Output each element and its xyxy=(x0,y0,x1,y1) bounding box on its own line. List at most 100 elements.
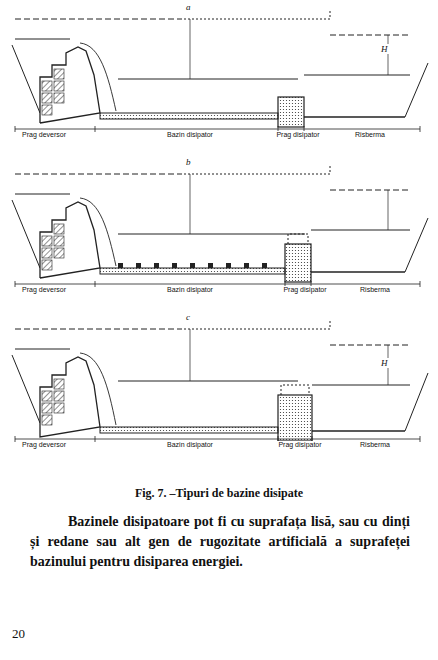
baffle-tooth xyxy=(244,263,249,268)
baffle-tooth xyxy=(154,263,159,268)
baffle-tooth xyxy=(118,263,123,268)
baffle-tooth xyxy=(226,263,231,268)
water-surface xyxy=(311,230,410,231)
end-sill xyxy=(278,395,312,441)
weir-block xyxy=(54,379,64,389)
part-name: Prag disipator xyxy=(275,286,335,294)
weir-block xyxy=(42,236,52,246)
bank-slope xyxy=(12,355,40,423)
apron xyxy=(312,430,405,431)
weir-body xyxy=(40,357,100,437)
dimension-line xyxy=(388,190,389,230)
figure-caption: Fig. 7. –Tipuri de bazine disipate xyxy=(20,486,418,501)
part-name: Prag disipator xyxy=(268,131,328,139)
weir-block xyxy=(54,403,64,413)
dimension-tick xyxy=(95,281,96,287)
dimension-symbol: H xyxy=(380,358,389,368)
part-name: Risberma xyxy=(345,441,405,449)
energy-line xyxy=(180,9,330,19)
weir-block xyxy=(42,93,52,103)
baffle-tooth xyxy=(172,263,177,268)
part-name: Prag deversor xyxy=(18,286,70,294)
energy-line xyxy=(15,174,180,175)
bank-slope xyxy=(12,200,40,268)
part-name: Prag deversor xyxy=(18,441,70,449)
dimension-tick xyxy=(15,126,16,132)
part-name: Bazin disipator xyxy=(140,441,240,449)
dimension-line xyxy=(190,19,191,79)
water-surface xyxy=(304,75,410,76)
weir-block xyxy=(42,105,52,115)
weir-block xyxy=(54,93,64,103)
energy-line xyxy=(330,345,410,346)
weir-block xyxy=(54,391,64,401)
baffle-tooth xyxy=(262,263,267,268)
weir-block xyxy=(54,224,64,234)
end-sill xyxy=(285,244,311,282)
baffle-tooth xyxy=(190,263,195,268)
energy-line xyxy=(15,19,180,20)
bank-slope xyxy=(405,218,428,272)
weir-block xyxy=(54,236,64,246)
part-name: Prag disipator xyxy=(270,441,330,449)
bank-slope xyxy=(405,373,428,431)
weir-block xyxy=(54,81,64,91)
apron xyxy=(311,271,405,272)
nappe xyxy=(80,353,116,425)
basin-floor xyxy=(100,113,278,119)
basin-section xyxy=(12,164,428,287)
basin-floor xyxy=(100,427,278,433)
dimension-line xyxy=(190,329,191,381)
part-name: Bazin disipator xyxy=(140,131,240,139)
energy-line xyxy=(15,329,180,330)
basin-section xyxy=(12,319,428,442)
end-sill xyxy=(278,97,304,127)
nappe xyxy=(80,43,116,111)
water-surface xyxy=(118,79,298,80)
water-surface xyxy=(15,194,70,195)
weir-block xyxy=(54,69,64,79)
section-letter: c xyxy=(185,312,191,322)
water-surface xyxy=(15,39,70,40)
dimension-line xyxy=(15,129,420,130)
dimension-tick xyxy=(420,436,421,442)
dimension-tick xyxy=(95,126,96,132)
page-number: 20 xyxy=(12,626,25,642)
apron xyxy=(304,116,405,117)
nappe xyxy=(80,198,116,266)
water-surface xyxy=(15,349,70,350)
energy-line xyxy=(330,190,410,191)
dimension-tick xyxy=(420,126,421,132)
sill-outline xyxy=(281,385,309,395)
part-name: Risberma xyxy=(345,286,405,294)
dimension-tick xyxy=(15,436,16,442)
dimension-line xyxy=(388,35,389,75)
weir-block xyxy=(54,248,64,258)
dimension-tick xyxy=(420,281,421,287)
basin-section xyxy=(12,9,428,132)
energy-line xyxy=(180,164,330,174)
weir-block xyxy=(42,391,52,401)
weir-block xyxy=(42,403,52,413)
dimension-symbol: H xyxy=(380,44,389,54)
dimension-line xyxy=(15,284,420,285)
bank-slope xyxy=(405,63,428,117)
baffle-tooth xyxy=(208,263,213,268)
part-name: Prag deversor xyxy=(18,131,70,139)
section-letter: a xyxy=(185,2,192,12)
basin-floor xyxy=(100,268,285,274)
part-name: Risberma xyxy=(340,131,400,139)
section-letter: b xyxy=(185,157,192,167)
weir-block xyxy=(42,415,52,425)
bank-slope xyxy=(12,45,40,113)
weir-block xyxy=(42,81,52,91)
energy-line xyxy=(180,319,330,329)
water-surface xyxy=(118,234,305,235)
weir-body xyxy=(40,202,100,278)
water-surface xyxy=(312,385,410,386)
weir-block xyxy=(42,248,52,258)
baffle-tooth xyxy=(136,263,141,268)
sill-outline xyxy=(288,234,308,244)
dimension-tick xyxy=(95,436,96,442)
dimension-tick xyxy=(15,281,16,287)
